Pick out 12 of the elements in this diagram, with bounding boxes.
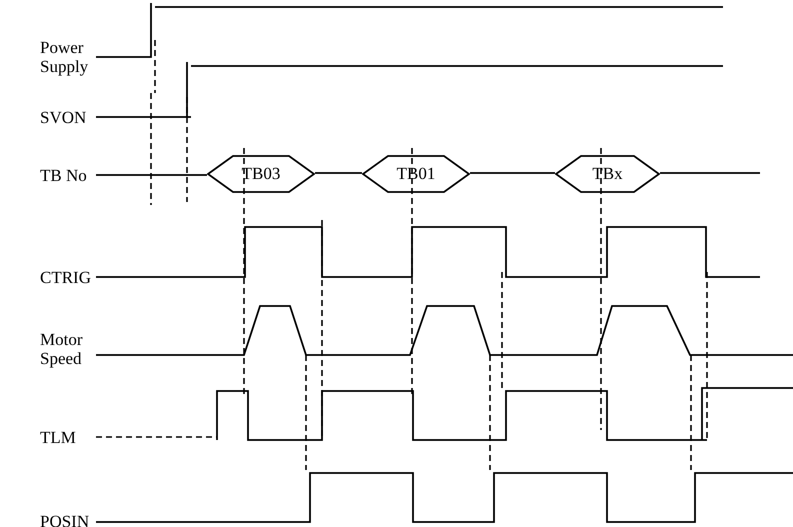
bus-value-label: TB03 xyxy=(240,164,282,183)
signal-name: Motor Speed xyxy=(40,330,84,368)
signal-name: SVON xyxy=(40,108,88,127)
signal-name: POSIN xyxy=(40,512,90,527)
bus-line xyxy=(470,172,555,174)
signal-name: TB No xyxy=(40,166,88,185)
signal-name: Power Supply xyxy=(40,38,90,76)
bus-line xyxy=(315,172,362,174)
bus-value-label: TBx xyxy=(591,164,624,183)
signal-name: TLM xyxy=(40,428,77,447)
signal-name: CTRIG xyxy=(40,268,92,287)
bus-value-label: TB01 xyxy=(396,164,436,183)
